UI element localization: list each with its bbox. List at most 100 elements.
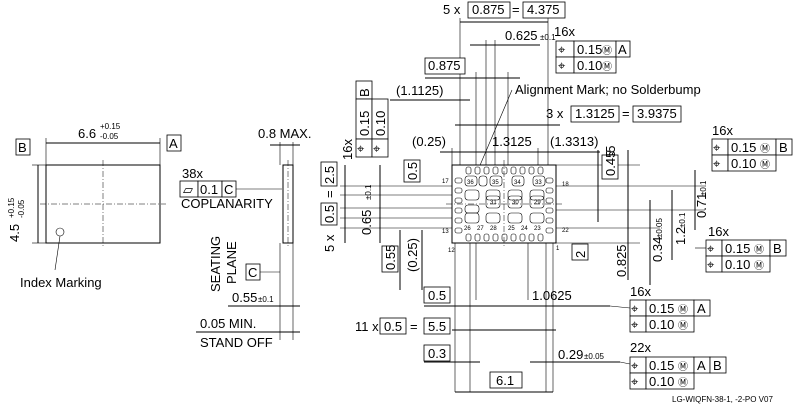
pad-25: 25 bbox=[508, 226, 515, 232]
ref-025: (0.25) bbox=[412, 134, 446, 149]
right-fcf-pos-icon-a1: ⌖ bbox=[713, 140, 721, 155]
bump-grid-top: 36 35 34 33 bbox=[464, 175, 546, 187]
top-pitch-dimension: 5 x 0.875 = 4.375 bbox=[443, 1, 566, 165]
top-fcf-pos-icon-2: ⌖ bbox=[558, 58, 566, 73]
pad-31: 31 bbox=[490, 200, 497, 206]
bottom-fcf-datum-a: A bbox=[697, 301, 706, 316]
standoff-label: STAND OFF bbox=[200, 335, 273, 350]
pad-27: 27 bbox=[477, 226, 484, 232]
bottom-fcf-m1-a: Ⓜ bbox=[678, 304, 688, 316]
dim-2: 2 bbox=[573, 251, 588, 258]
pad-30: 30 bbox=[512, 200, 519, 206]
bump-grid-mid: 31 30 29 bbox=[464, 189, 545, 224]
right-fcf-datum-a: B bbox=[779, 140, 788, 155]
coplanarity-value: 0.1 bbox=[200, 182, 218, 197]
standoff-tol: ±0.1 bbox=[258, 295, 274, 304]
right-dims: 1.745 0.45 0.71 ±0.1 1.2 ±0.1 0.34 ±0.05… bbox=[556, 123, 793, 285]
bottom-dims: 0.5 1.0625 11 x 0.5 = 5.5 0.3 0.29 ±0.05… bbox=[355, 284, 727, 393]
row-total: 3.9375 bbox=[637, 106, 677, 121]
top-pitch-box bbox=[467, 1, 511, 19]
bottom-fcf-datum-b: B bbox=[713, 358, 722, 373]
row-pitch: 1.3125 bbox=[575, 106, 615, 121]
ref-13313: (1.3313) bbox=[550, 134, 598, 149]
bottom-fcf-count-22: 22x bbox=[630, 340, 651, 355]
pad-36: 36 bbox=[467, 180, 474, 186]
inner-pitch-value: 0.625 bbox=[505, 28, 538, 43]
dim-071-tol: ±0.1 bbox=[699, 180, 708, 196]
plane-label: PLANE bbox=[224, 241, 239, 284]
coplanarity-datum: C bbox=[224, 182, 233, 197]
pad-pitch-value: 0.875 bbox=[428, 58, 461, 73]
right-fcf-pos-icon-a2: ⌖ bbox=[713, 156, 721, 171]
min-label: 0.05 MIN. bbox=[200, 316, 256, 331]
left-fcf-pos-icon-2: ⌖ bbox=[373, 141, 381, 156]
bottom-dim-029-tol: ±0.05 bbox=[584, 352, 605, 361]
dim-045: 0.45 bbox=[603, 151, 618, 176]
datum-a-label: A bbox=[169, 136, 178, 151]
seating-label: SEATING bbox=[208, 236, 223, 292]
pitch-065: 0.65 bbox=[359, 210, 374, 235]
dim-12-tol: ±0.1 bbox=[678, 212, 687, 228]
right-fcf-v2-a: 0.10 bbox=[731, 156, 756, 171]
width-tol-minus: -0.05 bbox=[100, 132, 119, 141]
top-pitch-value: 0.875 bbox=[472, 2, 505, 17]
bottom-pitch: 0.5 bbox=[384, 319, 402, 334]
dim-071: 0.71 bbox=[694, 193, 709, 218]
pad-24: 24 bbox=[521, 226, 528, 232]
bottom-fcf-m2-a: Ⓜ bbox=[678, 320, 688, 332]
bottom-fcf-pos-icon-2: ⌖ bbox=[631, 317, 639, 332]
top-fcf-v1: 0.15 bbox=[577, 42, 602, 57]
top-fcf-m1: Ⓜ bbox=[602, 45, 612, 57]
bottom-fcf-v2-a: 0.10 bbox=[649, 317, 674, 332]
left-fcf-count: 16x bbox=[340, 139, 355, 160]
right-fcf-count-a: 16x bbox=[712, 123, 733, 138]
width-dim: 6.6 bbox=[78, 126, 96, 141]
index-marking-label: Index Marking bbox=[20, 275, 102, 290]
dim-034-tol: ±0.05 bbox=[655, 217, 664, 238]
pitch-05: 0.5 bbox=[322, 205, 337, 223]
dim-034: 0.34 bbox=[650, 237, 665, 262]
top-view: B A 6.6 +0.15 -0.05 4.5 +0.15 -0.05 Inde… bbox=[7, 122, 182, 290]
side-view: 0.8 MAX. 38x ▱ 0.1 C COPLANARITY SEATING… bbox=[179, 126, 311, 350]
pitch-count: 5 x bbox=[322, 234, 337, 252]
ref-11125: (1.1125) bbox=[396, 83, 443, 98]
bottom-dim-61: 6.1 bbox=[496, 373, 514, 388]
pad-28: 28 bbox=[490, 226, 497, 232]
pitch-total: 2.5 bbox=[322, 166, 337, 184]
top-pitch-eq: = bbox=[512, 2, 520, 17]
pad-13: 13 bbox=[442, 229, 449, 235]
bottom-fcf-v2-b: 0.10 bbox=[649, 374, 674, 389]
max-height: 0.8 MAX. bbox=[258, 126, 311, 141]
datum-c-label: C bbox=[248, 265, 257, 280]
drawing-code: LG-WIQFN-38-1, -2-PO V07 bbox=[672, 395, 773, 404]
top-fcf-m2: Ⓜ bbox=[602, 61, 612, 73]
top-fcf-datum: A bbox=[618, 42, 627, 57]
datum-b-label: B bbox=[18, 140, 27, 155]
right-fcf-v1-b: 0.15 bbox=[725, 241, 750, 256]
bottom-fcf-m1-b: Ⓜ bbox=[678, 361, 688, 373]
bump-grid-bottom: 26 27 28 25 24 23 bbox=[464, 226, 541, 232]
coplanarity-label: COPLANARITY bbox=[181, 196, 273, 211]
height-tol-minus: -0.05 bbox=[17, 199, 26, 218]
bottom-dim-05: 0.5 bbox=[428, 288, 446, 303]
bottom-fcf-pos-icon-4: ⌖ bbox=[631, 374, 639, 389]
right-fcf-v1-a: 0.15 bbox=[731, 140, 756, 155]
height-tol-plus: +0.15 bbox=[7, 197, 16, 218]
top-fcf: 16x ⌖ 0.15 Ⓜ A ⌖ 0.10 Ⓜ bbox=[554, 24, 631, 74]
top-pad-pitch: 0.875 bbox=[424, 57, 520, 165]
pad-26: 26 bbox=[464, 226, 471, 232]
left-fcf-pos-icon: ⌖ bbox=[357, 141, 365, 156]
top-pad-row bbox=[465, 166, 544, 175]
pad-12: 12 bbox=[448, 248, 455, 254]
right-fcf-m2-a: Ⓜ bbox=[760, 159, 770, 171]
left-pad-column bbox=[454, 177, 463, 234]
top-fcf-v2: 0.10 bbox=[577, 58, 602, 73]
ref-025-vert: (0.25) bbox=[405, 238, 420, 272]
top-fcf-count: 16x bbox=[554, 24, 575, 39]
right-fcf-pos-icon-b2: ⌖ bbox=[707, 257, 715, 272]
inner-pitch-tol: ±0.1 bbox=[540, 33, 556, 42]
bottom-pitch-eq: = bbox=[410, 319, 418, 334]
pad-1: 1 bbox=[556, 246, 560, 252]
right-fcf-m1-a: Ⓜ bbox=[760, 143, 770, 155]
left-fcf-v2: 0.10 bbox=[373, 111, 388, 136]
